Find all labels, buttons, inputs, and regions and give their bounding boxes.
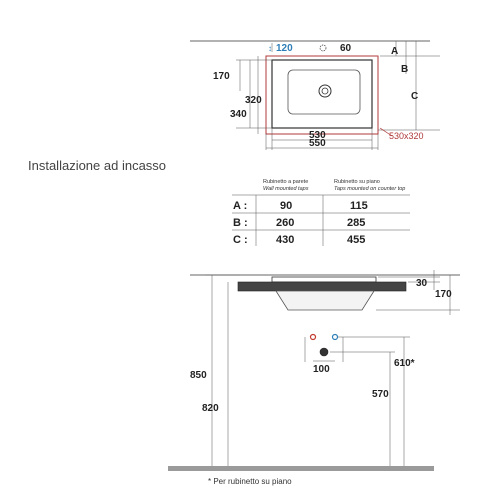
drain-icon <box>318 84 332 98</box>
hot-tap-icon <box>309 333 317 341</box>
basin-bowl <box>287 69 361 115</box>
cold-tap-icon <box>331 333 339 341</box>
col2-subtitle: Taps mounted on counter top <box>334 186 405 192</box>
row-b-label: B : <box>233 217 248 229</box>
row-a-counter: 115 <box>350 200 368 212</box>
col1-title: Rubinetto a parete <box>263 179 308 185</box>
row-c-wall: 430 <box>276 234 294 246</box>
row-c-label: C : <box>233 234 248 246</box>
dim-170-side-value: 170 <box>435 289 452 300</box>
label-a: A <box>391 46 398 57</box>
footnote: * Per rubinetto su piano <box>208 477 292 486</box>
row-b-wall: 260 <box>276 217 294 229</box>
dim-570-value: 570 <box>372 389 389 400</box>
counter-top <box>237 281 407 292</box>
col1-subtitle: Wall mounted taps <box>263 186 309 192</box>
dim-320-value: 320 <box>245 95 262 106</box>
tap-hole-icon <box>319 44 327 52</box>
dim-550-value: 550 <box>309 138 326 149</box>
basin-rim <box>271 276 377 283</box>
tap-offset-arrow-glyph: ↕ <box>268 44 272 53</box>
label-b: B <box>401 64 408 75</box>
dimension-table: Rubinetto a parete Wall mounted taps Rub… <box>232 179 410 246</box>
cutout-leader <box>379 127 393 137</box>
tap-hole-value: 60 <box>340 43 352 54</box>
floor <box>168 466 434 471</box>
section-title: Installazione ad incasso <box>28 158 166 173</box>
basin-outer <box>271 59 373 129</box>
top-view: ↕ 120 60 A B C 170 320 340 530 550 530x3… <box>190 40 440 150</box>
col2-title: Rubinetto su piano <box>334 179 380 185</box>
dim-30-value: 30 <box>416 278 428 289</box>
drain-inner-icon <box>321 87 329 95</box>
basin-bowl-side <box>275 290 375 311</box>
tap-offset-value: 120 <box>276 43 293 54</box>
row-c-counter: 455 <box>347 234 365 246</box>
cutout-outline <box>265 55 379 135</box>
label-c: C <box>411 91 418 102</box>
row-a-wall: 90 <box>280 200 292 212</box>
waste-outlet-icon <box>319 347 329 357</box>
row-a-label: A : <box>233 200 247 212</box>
dim-530-value: 530 <box>309 130 326 141</box>
dim-100-value: 100 <box>313 364 330 375</box>
dim-170-value: 170 <box>213 71 230 82</box>
dim-820-value: 820 <box>202 403 219 414</box>
dim-610-value: 610* <box>394 358 415 369</box>
row-b-counter: 285 <box>347 217 365 229</box>
dim-340-value: 340 <box>230 109 247 120</box>
side-view: 30 170 850 820 100 610* 570 <box>168 270 460 471</box>
cutout-value: 530x320 <box>389 131 424 141</box>
dim-850-value: 850 <box>190 370 207 381</box>
